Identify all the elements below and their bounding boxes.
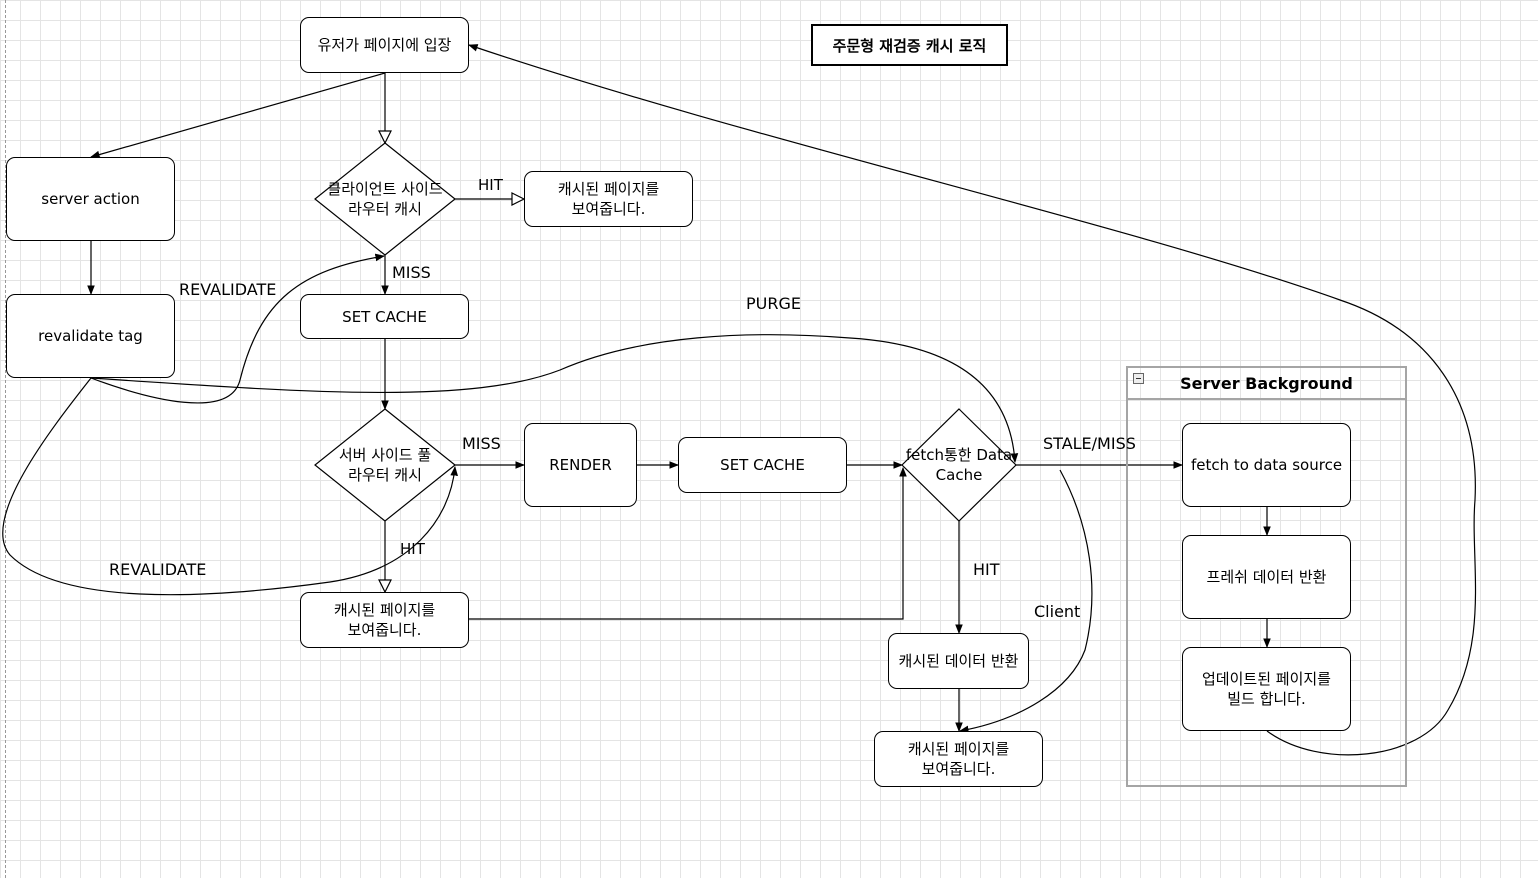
server-background-title: Server Background xyxy=(1180,373,1353,393)
node-cached-page-top[interactable]: 캐시된 페이지를 보여줍니다. xyxy=(524,171,693,227)
node-revalidate-tag[interactable]: revalidate tag xyxy=(6,294,175,378)
node-server-action[interactable]: server action xyxy=(6,157,175,241)
label-miss-client: MISS xyxy=(392,263,431,282)
edge-revalidate-top xyxy=(90,253,385,404)
diagram-title: 주문형 재검증 캐시 로직 xyxy=(811,24,1008,66)
label-hit-data: HIT xyxy=(973,560,1000,579)
label-client: Client xyxy=(1034,602,1081,621)
node-fetch-data-cache: fetch통한 Data Cache xyxy=(905,446,1013,484)
node-cached-page-mid[interactable]: 캐시된 페이지를 보여줍니다. xyxy=(300,592,469,648)
edge-enter-to-server-action xyxy=(90,72,386,159)
server-background-header: Server Background xyxy=(1128,368,1405,400)
node-cached-page-bottom[interactable]: 캐시된 페이지를 보여줍니다. xyxy=(874,731,1043,787)
edge-build-to-enter xyxy=(468,44,1477,756)
node-set-cache-1[interactable]: SET CACHE xyxy=(300,294,469,339)
label-purge: PURGE xyxy=(746,294,801,313)
edge-cached-page-to-data-cache xyxy=(469,467,907,620)
server-background-container[interactable]: Server Background xyxy=(1126,366,1407,787)
node-client-router-cache: 클라이언트 사이드 라우터 캐시 xyxy=(327,180,443,218)
edge-client-return xyxy=(959,469,1093,734)
node-set-cache-2[interactable]: SET CACHE xyxy=(678,437,847,493)
node-fetch-data-source[interactable]: fetch to data source xyxy=(1182,423,1351,507)
label-stale-miss: STALE/MISS xyxy=(1043,434,1136,453)
node-build-updated-page[interactable]: 업데이트된 페이지를 빌드 합니다. xyxy=(1182,647,1351,731)
node-server-full-route-cache: 서버 사이드 풀 라우터 캐시 xyxy=(338,446,432,484)
label-hit-client: HIT xyxy=(478,176,503,194)
node-cached-data[interactable]: 캐시된 데이터 반환 xyxy=(888,633,1029,689)
label-revalidate-bottom: REVALIDATE xyxy=(109,560,207,579)
page-border xyxy=(5,0,6,878)
label-miss-server: MISS xyxy=(462,434,501,453)
node-render[interactable]: RENDER xyxy=(524,423,637,507)
node-user-enter[interactable]: 유저가 페이지에 입장 xyxy=(300,17,469,73)
node-fresh-data[interactable]: 프레쉬 데이터 반환 xyxy=(1182,535,1351,619)
edge-revalidate-bottom xyxy=(2,377,459,596)
edge-purge xyxy=(90,334,1019,463)
label-hit-server: HIT xyxy=(400,540,425,558)
collapse-icon[interactable] xyxy=(1133,373,1144,384)
label-revalidate-top: REVALIDATE xyxy=(179,280,277,299)
